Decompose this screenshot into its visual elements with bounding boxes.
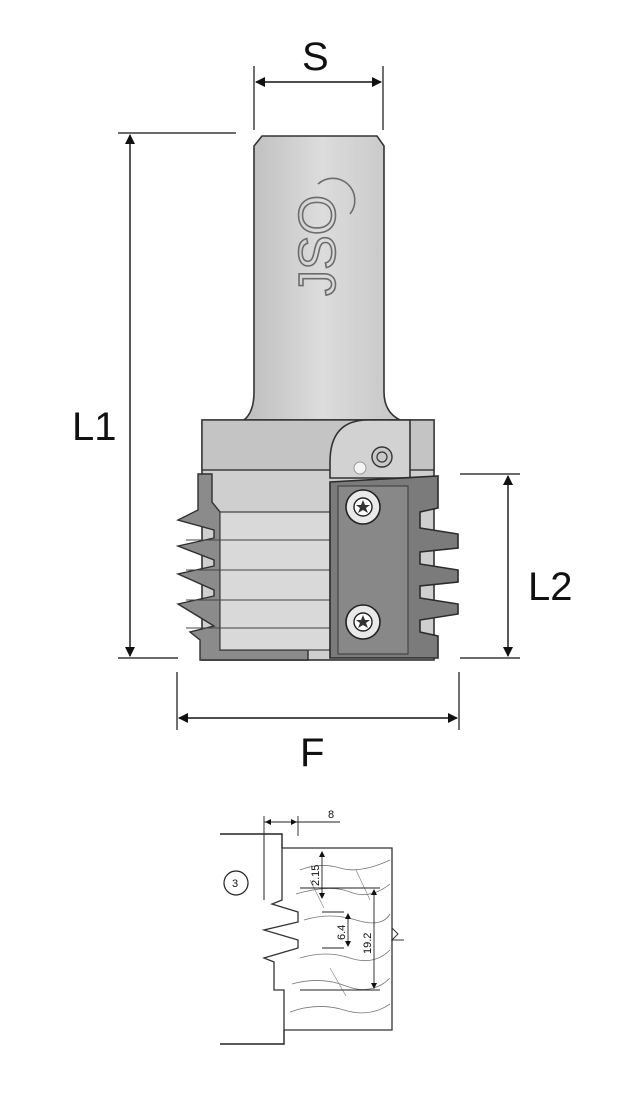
dimension-l1: L1 (72, 132, 236, 659)
dimension-s: S (253, 35, 384, 130)
dimension-l2-label: L2 (528, 565, 573, 609)
torx-screw-top (345, 489, 381, 525)
svg-text:JSO: JSO (289, 195, 347, 296)
finger-height-label: 19.2 (362, 933, 374, 954)
pitch-label: 6.4 (336, 925, 348, 940)
profile-detail: 3 8 2.15 6.4 19.2 (220, 809, 404, 1045)
depth-label: 8 (328, 809, 334, 821)
dimension-f-label: F (300, 731, 324, 775)
torx-screw-bottom (345, 604, 381, 640)
insert-holder (329, 419, 411, 479)
profile-number: 3 (232, 878, 238, 890)
dimension-l1-label: L1 (72, 405, 117, 449)
dimension-f: F (176, 672, 460, 775)
dimension-s-label: S (302, 35, 329, 79)
tip-offset-label: 2.15 (310, 865, 322, 886)
dimension-l2: L2 (460, 473, 573, 659)
brand-logo: JSO (288, 177, 356, 297)
left-cutting-profile (175, 473, 331, 661)
